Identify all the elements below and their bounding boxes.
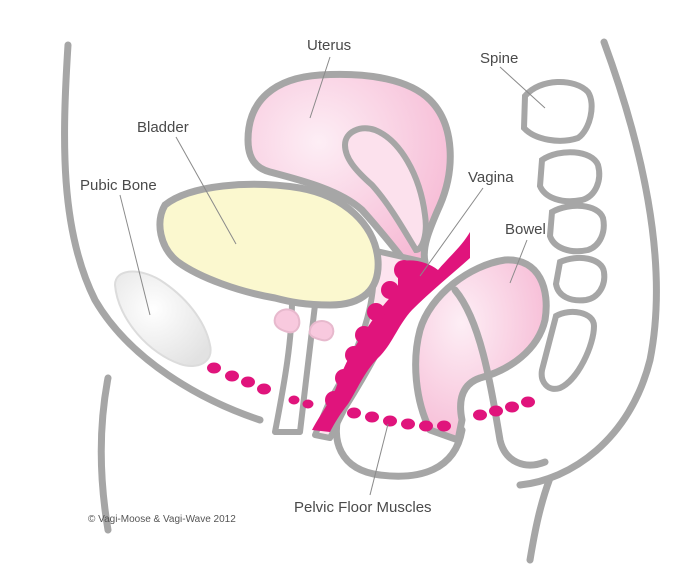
urethral-gland-left: [273, 308, 301, 334]
urethral-gland-right: [308, 320, 335, 342]
uterus-cavity: [341, 125, 429, 254]
body-outline-buttock: [526, 474, 554, 564]
label-vagina: Vagina: [468, 169, 514, 186]
bladder-shape: [156, 180, 382, 309]
posterior-wall-outline: [451, 286, 549, 469]
label-pubic-bone: Pubic Bone: [80, 177, 157, 194]
body-outline-front: [61, 41, 264, 424]
body-outline-back: [516, 38, 660, 489]
label-spine: Spine: [480, 50, 519, 67]
label-bladder: Bladder: [137, 119, 189, 136]
spine-vertebrae: [520, 78, 608, 392]
body-outline-front-lower: [97, 374, 112, 534]
copyright-notice: © Vagi-Moose & Vagi-Wave 2012: [88, 514, 236, 525]
urethra: [272, 299, 318, 435]
label-pelvic-floor-muscles: Pelvic Floor Muscles: [294, 499, 432, 516]
label-bowel: Bowel: [505, 221, 546, 238]
leader-lines: [119, 56, 546, 496]
pelvic-floor-dots: [207, 362, 535, 432]
perineum-outline: [332, 406, 466, 480]
vagina-muscle-ripples: [325, 260, 414, 409]
label-uterus: Uterus: [307, 37, 352, 54]
pubic-bone-shape: [113, 270, 212, 367]
